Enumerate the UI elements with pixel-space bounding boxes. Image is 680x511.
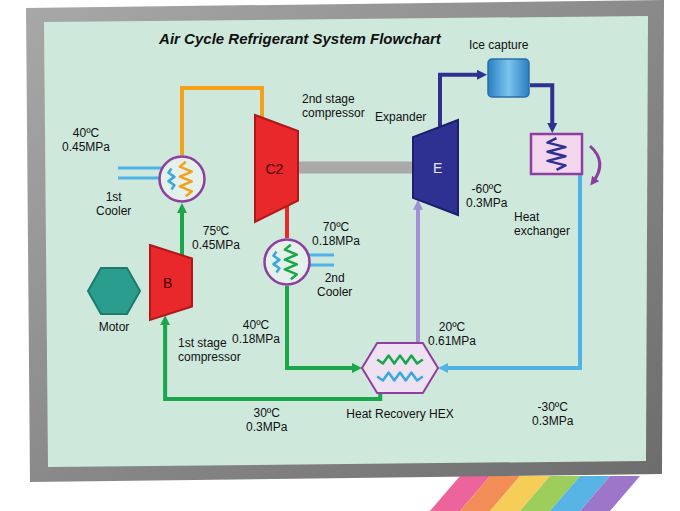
state-label: 40ºC 0.18MPa	[232, 318, 280, 347]
expander-symbol: ExpanderE	[413, 120, 458, 215]
node-shape	[530, 133, 583, 175]
part-name: Expander	[375, 110, 426, 124]
coolant-coil	[168, 168, 174, 189]
symbol-outline	[413, 120, 458, 215]
cooler-outline	[265, 240, 310, 285]
ice-capture-outline	[488, 59, 529, 97]
motor-symbol: Motor	[88, 268, 140, 314]
symbol-outline	[255, 115, 298, 222]
compressor-symbol: 2nd stage compressorC2	[255, 115, 298, 222]
chart-title: Air Cycle Refrigerant System Flowchart	[100, 30, 500, 47]
cooler-circle: 1st Cooler	[158, 155, 206, 203]
cold-air-coil	[377, 373, 423, 381]
state-label: -60ºC 0.3MPa	[466, 182, 507, 211]
pipes	[165, 75, 580, 399]
symbol-outline	[88, 268, 140, 314]
rotation-arrow	[590, 146, 600, 182]
symbol-letter: B	[163, 274, 172, 291]
air-coil	[285, 245, 297, 280]
symbol-outline	[150, 245, 192, 320]
air-coil	[377, 356, 423, 364]
heat-exchanger-box: Heat exchanger	[530, 133, 583, 175]
part-name: 2nd Cooler	[317, 271, 352, 300]
part-name: Motor	[99, 320, 130, 334]
monitor-screen	[44, 16, 648, 467]
rainbow-stripes	[430, 476, 640, 511]
state-label: -30ºC 0.3MPa	[532, 400, 573, 429]
heat-recovery-hex: Heat Recovery HEX	[362, 343, 438, 393]
pipe-connector	[285, 206, 289, 238]
pipe-connector	[530, 85, 552, 127]
cooler-outline	[160, 157, 205, 202]
node-shape	[263, 238, 311, 286]
pipe-connector	[440, 75, 481, 127]
state-label: 30ºC 0.3MPa	[246, 406, 287, 435]
symbol-letter: C2	[265, 160, 283, 177]
state-label: 70ºC 0.18MPa	[312, 220, 360, 249]
state-label: 75ºC 0.45MPa	[192, 224, 240, 253]
monitor-bezel	[26, 0, 664, 482]
part-name: Heat Recovery HEX	[346, 407, 453, 421]
coolant-coil	[273, 251, 279, 272]
part-name: Heat exchanger	[514, 210, 574, 239]
node-shape	[88, 268, 140, 314]
state-label: 20ºC 0.61MPa	[428, 320, 476, 349]
node-shape	[158, 155, 206, 203]
node-shape	[487, 58, 530, 98]
symbol-letter: E	[433, 159, 442, 176]
cold-air-coil	[548, 138, 566, 170]
air-coil	[180, 162, 192, 197]
part-name: 1st Cooler	[96, 190, 131, 219]
part-name: Ice capture	[469, 38, 528, 52]
part-name: 2nd stage compressor	[302, 92, 374, 121]
pipe-connector	[180, 209, 184, 255]
heat-exchanger-outline	[531, 134, 582, 174]
symbol-outline	[362, 343, 438, 393]
compressor-symbol: B1st stage compressor	[150, 245, 192, 320]
pipe-connector	[416, 206, 420, 343]
cooler-circle: 2nd Cooler	[263, 238, 311, 286]
pipe-connector	[182, 88, 262, 155]
state-label: 40ºC 0.45MPa	[62, 126, 110, 155]
node-shape	[362, 343, 438, 393]
ice-capture-box: Ice capture	[487, 58, 530, 98]
shaft-connector	[298, 161, 413, 173]
